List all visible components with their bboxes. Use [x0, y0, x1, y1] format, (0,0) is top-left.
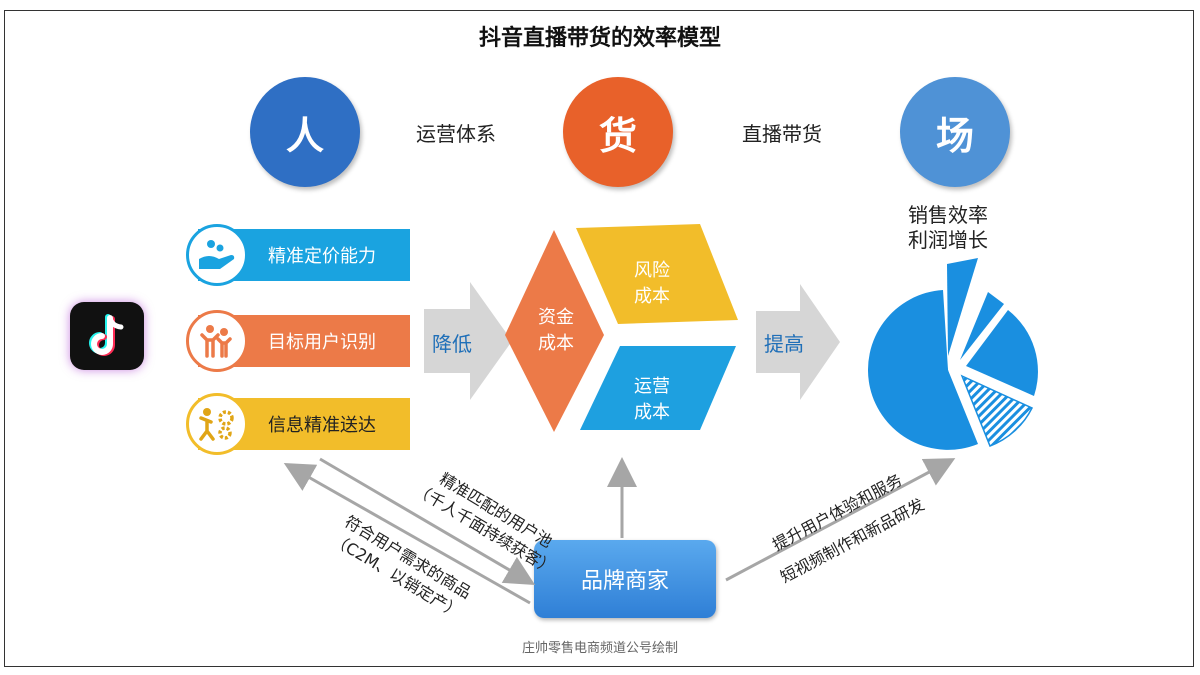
risk-cost-line1: 风险 [634, 260, 670, 281]
reduce-label: 降低 [432, 332, 472, 356]
operation-cost-line2: 成本 [634, 402, 670, 423]
diagram-frame [4, 10, 1194, 667]
growth-pie-icon [867, 258, 1038, 450]
raise-label: 提高 [764, 332, 804, 356]
place-circle: 场 [900, 77, 1010, 187]
operation-cost-line1: 运营 [634, 376, 670, 397]
people-icon [186, 310, 248, 372]
reduce-arrow [424, 282, 512, 400]
person-circle: 人 [250, 77, 360, 187]
link-label-livestream: 直播带货 [742, 122, 822, 146]
gears-person-icon [186, 393, 248, 455]
risk-cost-line2: 成本 [634, 286, 670, 307]
operation-cost-label: 运营 成本 [612, 374, 692, 426]
diagram-title: 抖音直播带货的效率模型 [478, 26, 721, 51]
tiktok-logo-icon [70, 302, 144, 370]
outcome-label: 销售效率 利润增长 [880, 203, 1016, 253]
outcome-line-sales-efficiency: 销售效率 [908, 203, 988, 227]
capability-label-delivery: 信息精准送达 [268, 415, 376, 436]
capital-cost-cell [505, 230, 604, 432]
hand-coins-icon [186, 224, 248, 286]
goods-circle: 货 [563, 77, 673, 187]
risk-cost-cell [576, 224, 738, 324]
capital-cost-label: 资金 成本 [516, 305, 596, 357]
capital-cost-line1: 资金 [538, 307, 574, 328]
footer-credit: 庄帅零售电商频道公号绘制 [521, 641, 678, 656]
cost-cells [505, 224, 738, 432]
capital-cost-line2: 成本 [538, 333, 574, 354]
capability-label-pricing: 精准定价能力 [268, 246, 376, 267]
risk-cost-label: 风险 成本 [612, 258, 692, 310]
outcome-line-profit-growth: 利润增长 [908, 228, 988, 252]
raise-arrow [756, 284, 840, 400]
link-label-operations: 运营体系 [416, 122, 496, 146]
brand-merchant-box: 品牌商家 [534, 540, 716, 618]
capability-label-targeting: 目标用户识别 [268, 332, 376, 353]
operation-cost-cell [580, 346, 736, 430]
